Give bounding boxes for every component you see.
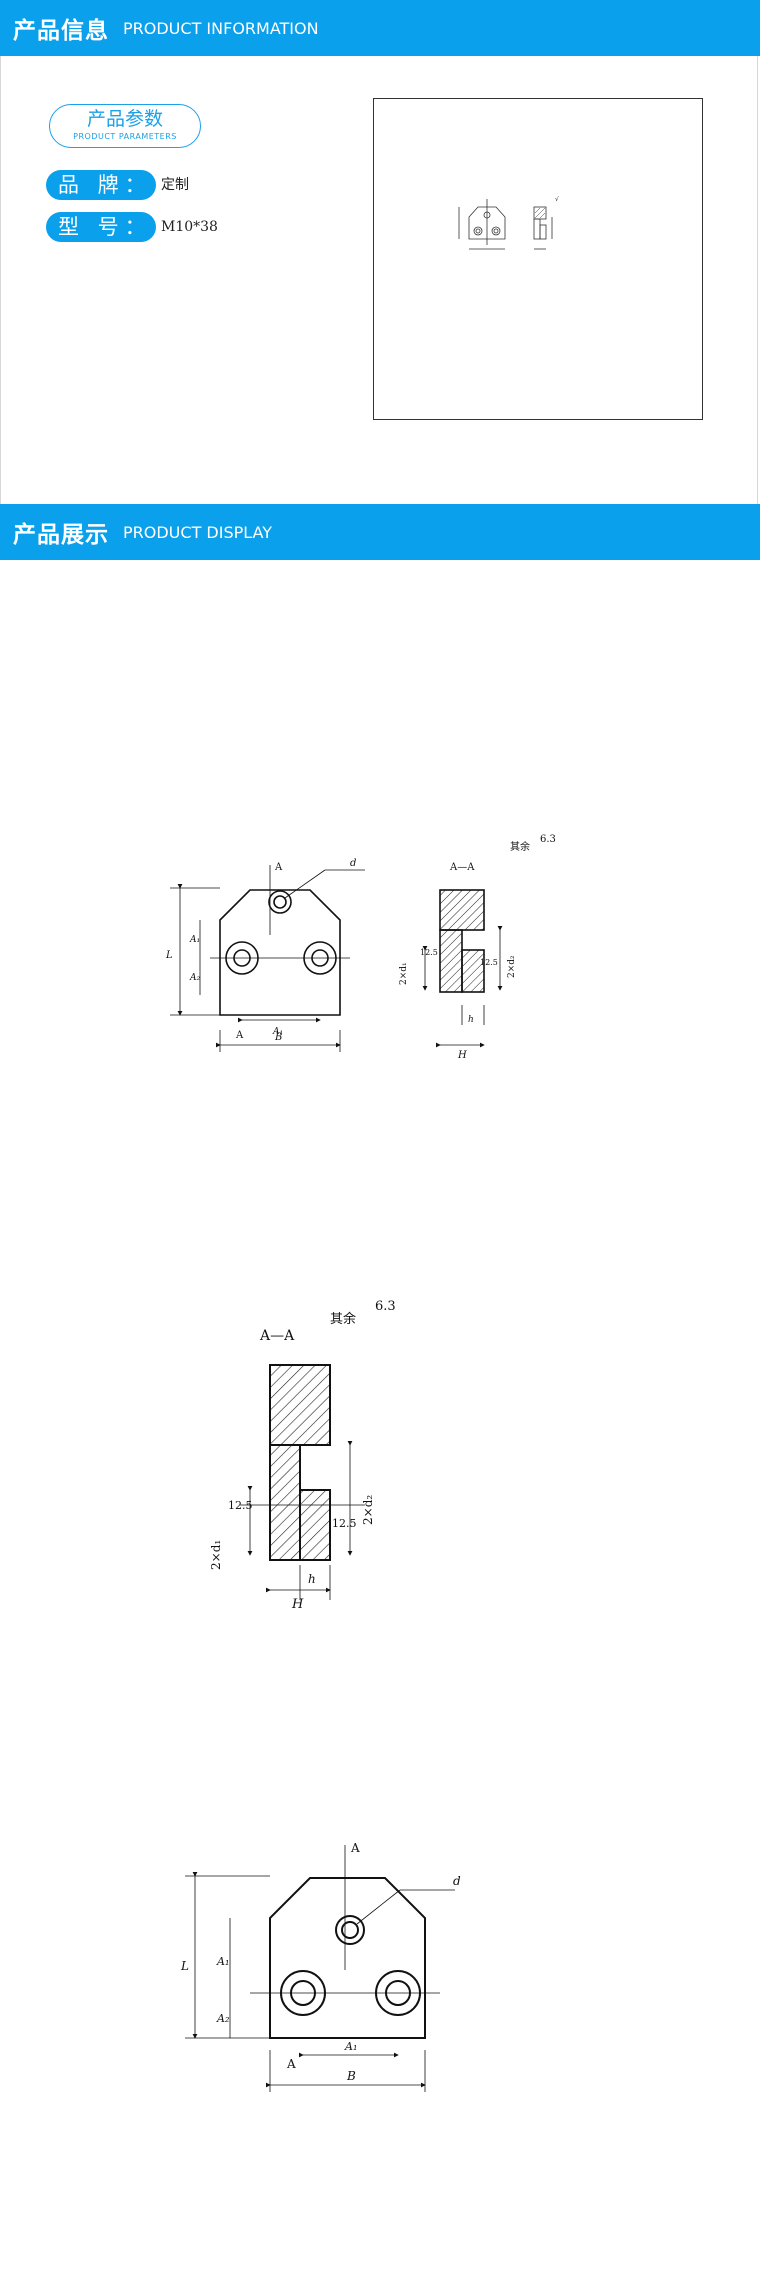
thumbnail-roughness: √ [555, 196, 559, 203]
roughness-small-right-enlarged: 12.5 [332, 1517, 357, 1530]
info-header-subtitle: PRODUCT INFORMATION [123, 18, 319, 38]
front-label-a1-horizontal: A₁ [344, 2040, 357, 2053]
product-thumbnail[interactable]: √ [373, 98, 703, 420]
label-a1-horizontal: A₁ [272, 1027, 283, 1037]
label-b: B [274, 1032, 282, 1043]
front-label-l: L [180, 1959, 189, 1973]
roughness-small-left-enlarged: 12.5 [228, 1499, 253, 1512]
section-view-svg: A—A 其余 6.3 2×d₁ 2×d₂ H h 12.5 12.5 [209, 1299, 396, 1612]
front-label-a1-vertical: A₁ [216, 1955, 229, 1968]
info-header-title: 产品信息 [13, 18, 109, 44]
label-h-lower: h [468, 1015, 474, 1025]
label-h-small-enlarged: h [308, 1572, 316, 1586]
label-a2-vertical: A₂ [189, 973, 200, 983]
product-params-badge: 产品参数 PRODUCT PARAMETERS [49, 104, 201, 148]
section-label: A—A [449, 862, 475, 873]
label-2d2-enlarged: 2×d₂ [361, 1495, 375, 1525]
model-label: 型 号： [46, 212, 156, 242]
label-2d1-enlarged: 2×d₁ [209, 1540, 223, 1570]
model-value: M10*38 [161, 219, 218, 235]
front-label-a2-vertical: A₂ [216, 2012, 229, 2025]
display-section-header: 产品展示 PRODUCT DISPLAY [0, 504, 760, 560]
info-section-header: 产品信息 PRODUCT INFORMATION [0, 0, 760, 56]
label-h-enlarged: H [291, 1597, 304, 1612]
roughness-main: 6.3 [540, 834, 556, 845]
section-enlarged-label: A—A [259, 1328, 295, 1344]
roughness-small-left: 12.5 [420, 948, 438, 957]
full-view-svg: A d L A₁ A₂ A₁ B A A—A 其余 6.3 2×d₁ 2×d₂ … [165, 834, 556, 1061]
roughness-main-enlarged: 6.3 [375, 1299, 396, 1314]
params-badge-subtitle: PRODUCT PARAMETERS [73, 132, 177, 141]
product-info-panel [0, 56, 758, 504]
display-header-subtitle: PRODUCT DISPLAY [123, 522, 273, 542]
label-l: L [165, 950, 173, 961]
roughness-small-right: 12.5 [480, 958, 498, 967]
params-badge-title: 产品参数 [86, 108, 163, 130]
label-d: d [350, 858, 356, 869]
brand-value: 定制 [161, 177, 189, 193]
label-2d1: 2×d₁ [399, 962, 409, 985]
front-label-a-top: A [350, 1841, 360, 1855]
display-header-title: 产品展示 [13, 522, 109, 548]
roughness-others: 其余 [510, 840, 530, 853]
drawing-front-view[interactable]: A d L A₁ A₂ A₁ B A [55, 1800, 705, 2120]
label-a-bottom: A [235, 1030, 244, 1041]
roughness-others-enlarged: 其余 [330, 1311, 356, 1327]
drawing-full-view[interactable]: A d L A₁ A₂ A₁ B A A—A 其余 6.3 2×d₁ 2×d₂ … [70, 790, 690, 1061]
drawing-section-view[interactable]: A—A 其余 6.3 2×d₁ 2×d₂ H h 12.5 12.5 [200, 1265, 620, 1620]
front-label-b: B [346, 2069, 356, 2083]
front-label-d: d [453, 1874, 461, 1888]
label-2d2: 2×d₂ [507, 955, 517, 978]
front-view-svg: A d L A₁ A₂ A₁ B A [180, 1841, 461, 2092]
front-label-a-bottom: A [286, 2057, 296, 2071]
thumbnail-drawing: √ [458, 196, 559, 250]
label-a1-vertical: A₁ [189, 935, 200, 945]
brand-label: 品 牌： [46, 170, 156, 200]
plate-outline [219, 889, 341, 1016]
label-h-upper: H [457, 1050, 467, 1060]
label-a-top: A [274, 862, 283, 873]
